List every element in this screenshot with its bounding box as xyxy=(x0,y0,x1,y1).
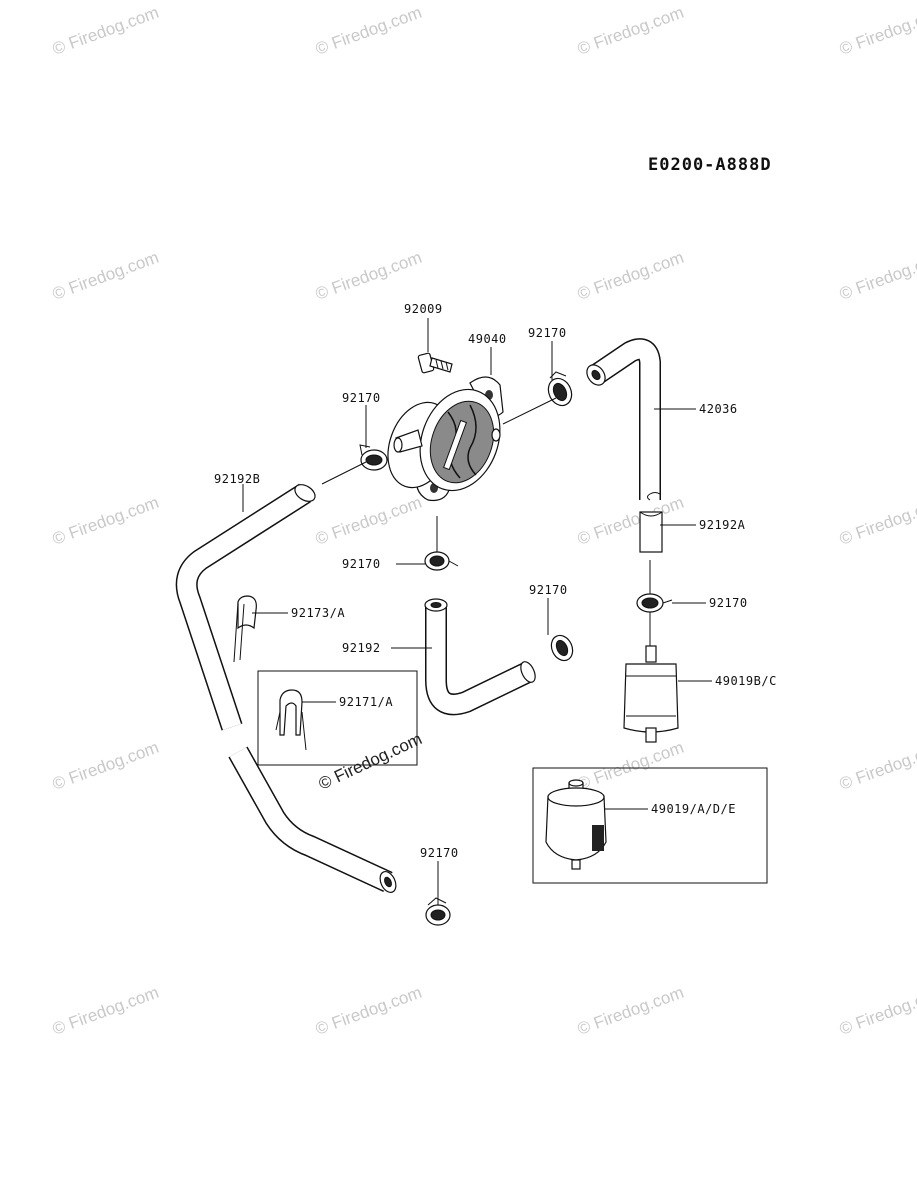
watermark: © Firedog.com xyxy=(575,248,686,304)
label-hose-right: 42036 xyxy=(699,402,738,416)
part-labels: 92009 49040 92170 92170 42036 92192B 921… xyxy=(214,302,777,860)
label-clamp-right: 92170 xyxy=(709,596,748,610)
inset-box-clip xyxy=(257,670,418,766)
watermark: © Firedog.com xyxy=(50,3,161,59)
clip-92173a xyxy=(233,595,257,663)
clamp-left xyxy=(359,444,388,471)
watermark: © Firedog.com xyxy=(575,493,686,549)
label-clamp-top: 92170 xyxy=(528,326,567,340)
hose-42036 xyxy=(586,338,661,501)
label-hose-left: 92192B xyxy=(214,472,260,486)
bolt-92009 xyxy=(417,352,453,374)
watermark: © Firedog.com xyxy=(313,248,424,304)
label-hose-mid: 92192 xyxy=(342,641,381,655)
center-watermark: © Firedog.com xyxy=(316,729,425,793)
watermark: © Firedog.com xyxy=(837,738,917,794)
watermark: © Firedog.com xyxy=(313,3,424,59)
label-filter-ade: 49019/A/D/E xyxy=(651,802,736,816)
label-clip: 92173/A xyxy=(291,606,345,620)
label-hose-joint: 92192A xyxy=(699,518,746,532)
leader-lines xyxy=(242,318,712,905)
hose-92192 xyxy=(424,598,536,716)
clamp-right xyxy=(636,593,673,613)
label-filter-gc: 49019B/C xyxy=(715,674,777,688)
watermark: © Firedog.com xyxy=(313,983,424,1039)
watermark: © Firedog.com xyxy=(313,493,424,549)
watermark: © Firedog.com xyxy=(575,738,686,794)
diagram-code: E0200-A888D xyxy=(648,155,772,175)
watermark: © Firedog.com xyxy=(575,3,686,59)
watermark: © Firedog.com xyxy=(837,3,917,59)
watermark: © Firedog.com xyxy=(50,738,161,794)
label-clamp-pump-bottom: 92170 xyxy=(342,557,381,571)
label-clamp-mid: 92170 xyxy=(529,583,568,597)
label-inset-clip: 92171/A xyxy=(339,695,393,709)
watermark: © Firedog.com xyxy=(50,248,161,304)
watermark: © Firedog.com xyxy=(837,248,917,304)
label-fuel-pump: 49040 xyxy=(468,332,507,346)
filter-49019bc xyxy=(623,645,679,743)
watermark: © Firedog.com xyxy=(50,983,161,1039)
fuel-pump xyxy=(387,376,504,502)
label-bolt: 92009 xyxy=(404,302,443,316)
clamp-pump-bottom xyxy=(424,551,459,571)
watermark: © Firedog.com xyxy=(50,493,161,549)
watermark: © Firedog.com xyxy=(837,493,917,549)
watermark: © Firedog.com xyxy=(837,983,917,1039)
clamp-top xyxy=(547,371,573,407)
hose-92192a xyxy=(639,511,663,553)
clamp-bottom xyxy=(425,897,451,926)
label-clamp-left: 92170 xyxy=(342,391,381,405)
hose-92192b xyxy=(175,483,397,893)
inset-box-filter xyxy=(532,767,768,884)
watermark-grid: © Firedog.com © Firedog.com © Firedog.co… xyxy=(50,3,917,1039)
label-clamp-bottom: 92170 xyxy=(420,846,459,860)
watermark: © Firedog.com xyxy=(575,983,686,1039)
clamp-mid xyxy=(550,634,574,662)
